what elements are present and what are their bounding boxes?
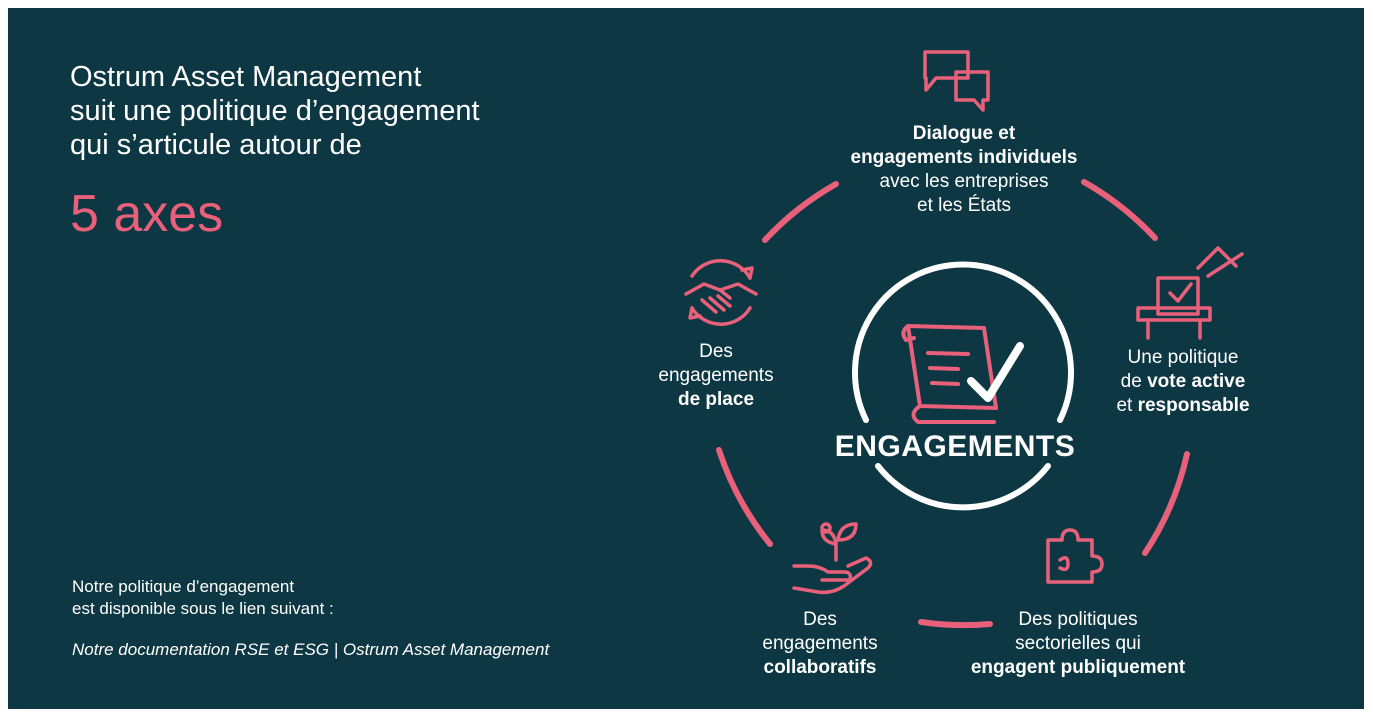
ring-segment-top-left [762,181,839,243]
axis5-line-1: Des [699,341,733,362]
hand-plant-icon [792,522,873,595]
axis1-line-3: avec les entreprises [879,171,1049,192]
axis1-bold-line-2: engagements individuels [850,147,1078,168]
axis5-bold-3: de place [677,389,755,410]
axis2-pre-3: et [1116,395,1138,416]
ballot-box-icon [1136,246,1244,340]
axis2-line-1: Une politique [1127,347,1239,368]
axis2-pre-2: de [1120,371,1148,392]
axis5-line-2: engagements [658,365,774,386]
axis1-line-4: et les États [917,195,1011,216]
axis2-bold-2: vote active [1147,371,1246,392]
ring-segment-right [1142,451,1190,556]
axis4-bold-3: collaboratifs [763,657,877,678]
speech-bubbles-icon [923,50,990,112]
intro-heading: Ostrum Asset Management suit une politiq… [70,60,480,162]
ring-segment-top-right [1081,179,1158,241]
handshake-icon [684,258,758,326]
diagram-graphics [684,50,1244,629]
axis1-bold-line-1: Dialogue et [912,123,1016,144]
axes-count-highlight: 5 axes [70,185,224,243]
axis4-line-2: engagements [762,633,878,654]
ring [716,179,1190,629]
heading-line-1: Ostrum Asset Management [70,61,422,93]
documentation-link[interactable]: Notre documentation RSE et ESG | Ostrum … [72,640,550,659]
note-line-1: Notre politique d’engagement [72,577,295,596]
axis3-line-2: sectorielles qui [1015,633,1141,654]
axis2-bold-3: responsable [1137,395,1250,416]
axis-collaborative-label: Des engagements collaboratifs [762,608,877,680]
infographic-panel: Ostrum Asset Management suit une politiq… [8,8,1364,709]
center-circle [852,261,1074,511]
center-title: ENGAGEMENTS [834,430,1076,463]
axis4-line-1: Des [803,609,837,630]
axis-dialogue-label: Dialogue et engagements individuels avec… [851,122,1078,218]
axis-place-label: Des engagements de place [658,340,773,412]
axis3-bold-3: engagent publiquement [970,657,1186,678]
ring-segment-left [716,447,773,547]
axis-sectoral-label: Des politiques sectorielles qui engagent… [971,608,1185,680]
heading-line-3: qui s’articule autour de [70,129,362,161]
scroll-check-icon [901,324,1024,424]
ring-segment-bottom [918,619,993,629]
axis3-line-1: Des politiques [1018,609,1138,630]
note-line-2: est disponible sous le lien suivant : [72,599,334,618]
axis-vote-label: Une politique de vote active et responsa… [1116,346,1249,418]
heading-line-2: suit une politique d’engagement [70,95,480,127]
policy-note: Notre politique d’engagement est disponi… [72,576,334,620]
puzzle-icon [1046,528,1104,584]
